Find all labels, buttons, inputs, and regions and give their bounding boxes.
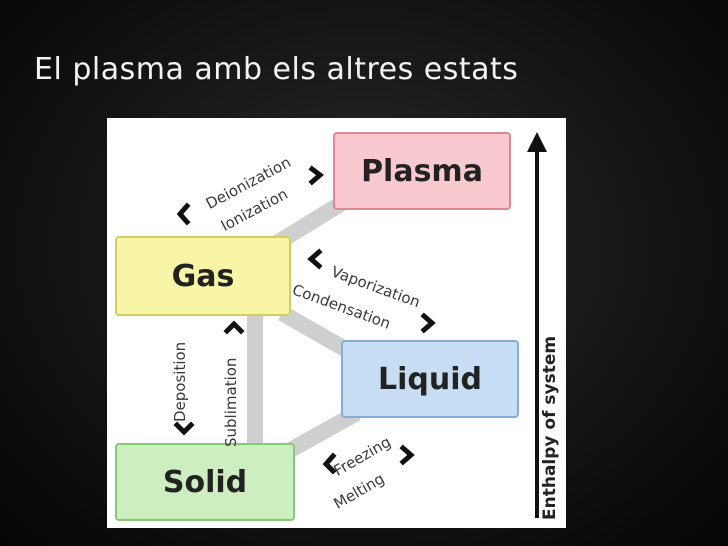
deposition-chevron-icon [173,421,195,436]
diagram-graphics [173,132,547,518]
solid-state-box: Solid [115,443,295,521]
enthalpy-axis-arrowhead [527,132,547,152]
gas-state-box: Gas [115,236,291,316]
enthalpy-axis-label: Enthalpy of system [540,335,560,520]
liquid-state-box: Liquid [341,340,519,418]
vaporization-chevron-icon [307,248,323,270]
freezing-chevron-icon [322,452,337,475]
plasma-state-box: Plasma [333,132,511,210]
states-of-matter-diagram: Plasma Gas Liquid Solid Deionization Ion… [107,118,566,528]
connector-gas-liquid [278,306,356,360]
deposition-label: Deposition [171,341,189,422]
sublimation-chevron-icon [223,320,245,335]
condensation-chevron-icon [420,312,436,334]
ionization-chevron-icon [176,202,191,226]
slide-title: El plasma amb els altres estats [34,52,519,87]
connector-liquid-solid [281,406,361,460]
melting-chevron-icon [399,444,415,466]
deionization-chevron-icon [308,165,324,186]
sublimation-label: Sublimation [222,357,240,447]
